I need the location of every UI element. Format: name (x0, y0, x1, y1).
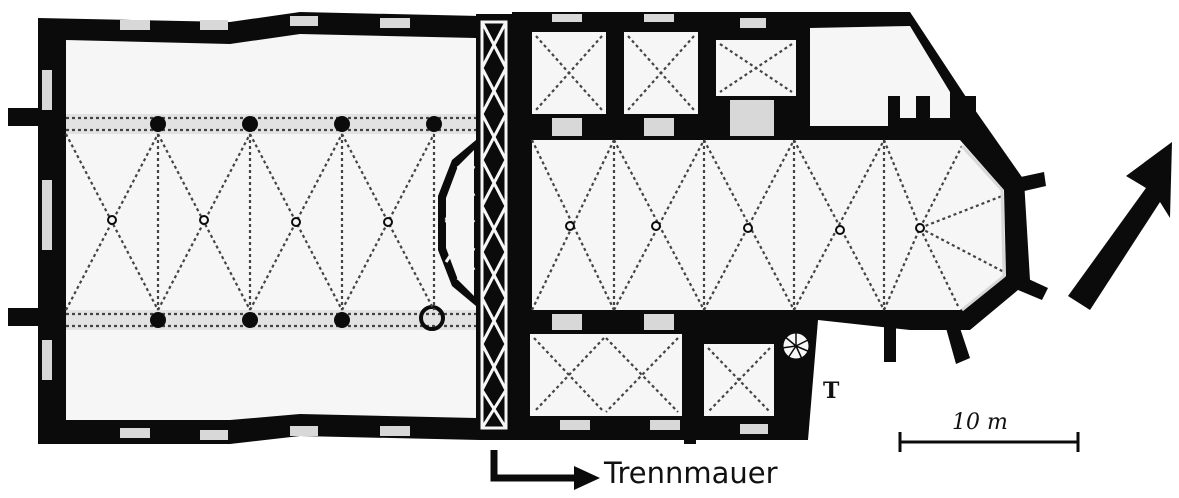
partition-wall-label: Trennmauer (604, 456, 778, 490)
nave-buttress-sw (8, 308, 44, 326)
nave-floor (66, 34, 476, 420)
partition-wall (438, 14, 512, 438)
choir-floor (532, 140, 1006, 310)
nave-vault-ribs (65, 133, 436, 311)
scale-bar-label: 10 m (952, 410, 1008, 435)
nave (8, 12, 520, 444)
tower-marker-label: T (823, 378, 840, 404)
north-arrow-icon (1068, 142, 1172, 310)
choir (512, 12, 1048, 444)
spiral-stair-icon (780, 330, 812, 362)
nave-buttress-nw (8, 108, 44, 126)
partition-wall-pointer-arrow (490, 450, 600, 490)
scale-bar (898, 432, 1080, 452)
